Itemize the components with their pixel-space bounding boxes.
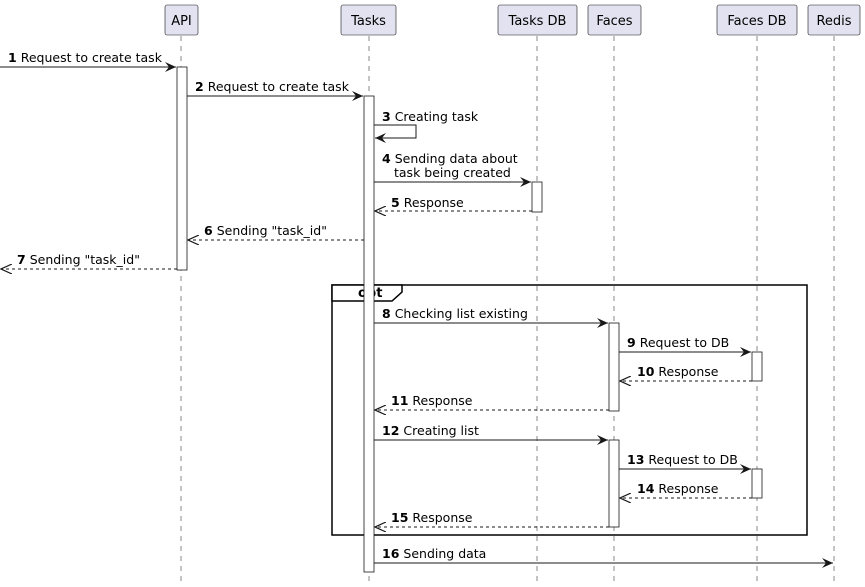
- message-text: Response: [658, 364, 718, 379]
- message-7: 7 Sending "task_id": [1, 252, 177, 269]
- participant-label: API: [171, 14, 192, 29]
- message-6: 6 Sending "task_id": [188, 223, 364, 240]
- activation-faces-db-2: [751, 468, 763, 499]
- activation-faces-1: [608, 322, 620, 412]
- message-number: 1: [8, 50, 17, 65]
- activation-tasks-db: [531, 181, 543, 213]
- message-number: 11: [391, 393, 408, 408]
- message-number: 14: [637, 481, 655, 496]
- message-text: Response: [412, 393, 472, 408]
- message-label: 3 Creating task: [382, 109, 479, 124]
- arrow-self: [374, 124, 417, 143]
- message-text: Sending "task_id": [217, 223, 327, 238]
- opt-frame: [331, 284, 808, 536]
- message-number: 7: [17, 252, 26, 267]
- participant-redis: Redis: [807, 4, 861, 36]
- message-number: 8: [382, 306, 391, 321]
- message-number: 5: [391, 195, 400, 210]
- message-text: Response: [412, 510, 472, 525]
- message-text: Sending data about: [395, 151, 518, 166]
- message-label: 5 Response: [391, 195, 464, 210]
- message-text: Response: [658, 481, 718, 496]
- message-text: Sending data: [403, 546, 486, 561]
- participant-faces-db: Faces DB: [716, 4, 798, 36]
- message-number: 15: [391, 510, 408, 525]
- participant-faces: Faces: [587, 4, 642, 36]
- message-text: Response: [404, 195, 464, 210]
- participant-label: Tasks: [350, 14, 386, 29]
- participants: API Tasks Tasks DB Faces Faces DB Redis: [164, 4, 861, 36]
- activation-faces-db-1: [751, 351, 763, 382]
- message-number: 16: [382, 546, 400, 561]
- message-label: 15 Response: [391, 510, 473, 525]
- participant-tasks-db: Tasks DB: [497, 4, 578, 36]
- message-number: 4: [382, 151, 391, 166]
- message-number: 3: [382, 109, 391, 124]
- message-label: 2 Request to create task: [195, 79, 350, 94]
- message-15: 15 Response: [375, 510, 609, 527]
- message-text: Request to DB: [648, 452, 737, 467]
- message-8: 8 Checking list existing: [374, 306, 608, 328]
- participant-label: Faces: [596, 14, 632, 29]
- message-text: Sending "task_id": [30, 252, 140, 267]
- activations: [176, 66, 763, 573]
- message-9: 9 Request to DB: [619, 335, 751, 357]
- message-label: 6 Sending "task_id": [204, 223, 327, 238]
- message-number: 2: [195, 79, 204, 94]
- message-3: 3 Creating task: [374, 109, 479, 143]
- message-number: 10: [637, 364, 655, 379]
- message-label: 13 Request to DB: [627, 452, 738, 467]
- message-text: Creating task: [395, 109, 479, 124]
- activation-api: [176, 66, 188, 271]
- participant-tasks: Tasks: [340, 4, 397, 36]
- message-label-line-2: task being created: [394, 165, 511, 180]
- opt-fragment: opt: [331, 284, 808, 536]
- message-13: 13 Request to DB: [619, 452, 751, 474]
- participant-label: Tasks DB: [508, 14, 567, 29]
- participant-api: API: [164, 4, 199, 36]
- message-text: Request to create task: [208, 79, 350, 94]
- message-label: 9 Request to DB: [627, 335, 729, 350]
- message-label: 12 Creating list: [382, 423, 479, 438]
- participant-label: Faces DB: [727, 14, 786, 29]
- message-1: 1 Request to create task: [0, 50, 176, 72]
- message-label: 1 Request to create task: [8, 50, 163, 65]
- message-text: Checking list existing: [395, 306, 528, 321]
- message-text: Creating list: [403, 423, 479, 438]
- message-number: 13: [627, 452, 644, 467]
- message-number: 6: [204, 223, 213, 238]
- message-text: Request to create task: [21, 50, 163, 65]
- message-label: 11 Response: [391, 393, 473, 408]
- message-number: 12: [382, 423, 399, 438]
- message-5: 5 Response: [375, 195, 532, 211]
- message-text: Request to DB: [640, 335, 729, 350]
- message-number: 9: [627, 335, 636, 350]
- message-11: 11 Response: [375, 393, 609, 410]
- message-label: 4 Sending data about: [382, 151, 518, 166]
- message-12: 12 Creating list: [374, 423, 608, 445]
- activation-faces-2: [608, 439, 620, 528]
- message-4: 4 Sending data about task being created: [374, 151, 531, 187]
- message-label: 8 Checking list existing: [382, 306, 528, 321]
- participant-label: Redis: [816, 14, 851, 29]
- message-label: 7 Sending "task_id": [17, 252, 140, 267]
- message-2: 2 Request to create task: [187, 79, 363, 101]
- activation-tasks: [363, 95, 375, 573]
